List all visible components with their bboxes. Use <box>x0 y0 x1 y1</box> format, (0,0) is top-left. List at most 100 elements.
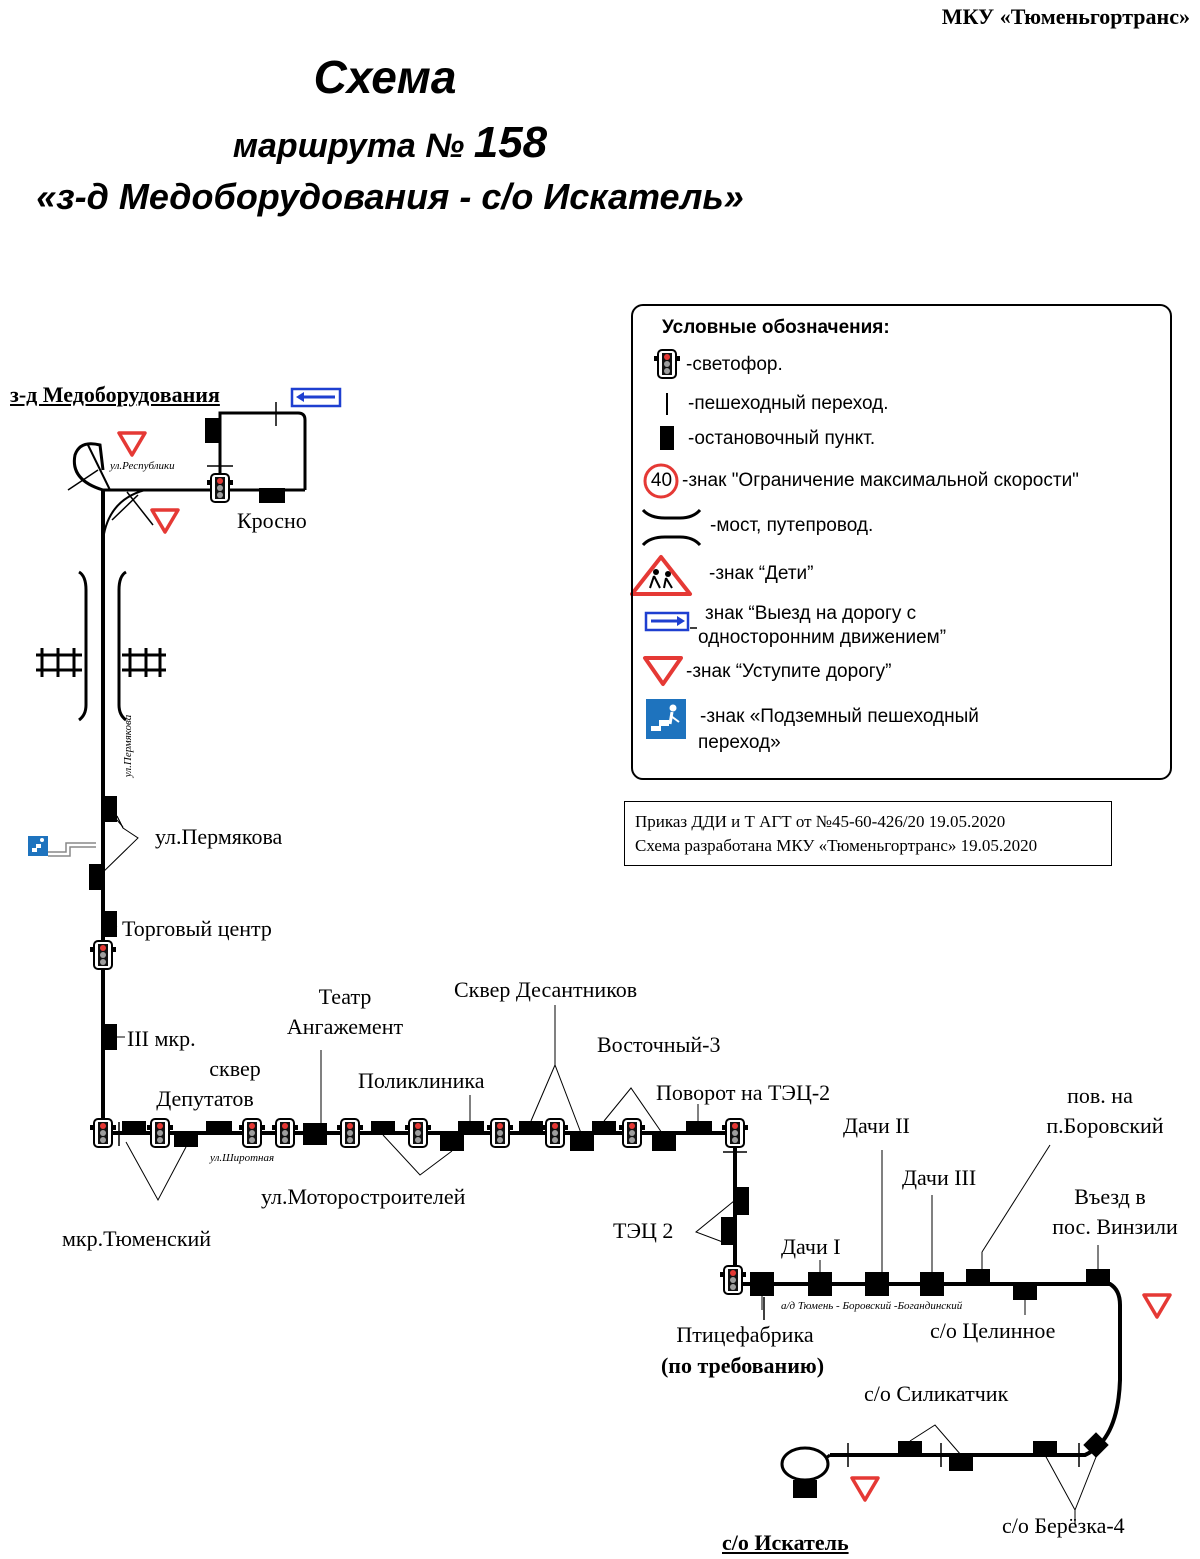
stop-skver-deputatov-1: сквер <box>209 1056 261 1081</box>
speed-limit-icon <box>643 463 679 499</box>
bus-stop-icon <box>592 1121 616 1135</box>
traffic-light-icon <box>89 1118 117 1148</box>
end-terminal: с/о Искатель <box>722 1530 849 1555</box>
stop-teatr-2: Ангажемент <box>286 1014 404 1039</box>
end-loop <box>780 1446 831 1482</box>
traffic-light-icon <box>336 1118 364 1148</box>
bus-stop-icon <box>949 1455 973 1471</box>
stop-trade-center: Торговый центр <box>122 916 272 941</box>
legend-yield: -знак “Уступите дорогу” <box>686 661 892 682</box>
yield-sign-icon <box>150 508 180 534</box>
legend-speed-value: 40 <box>650 470 673 491</box>
stop-borovsky-1: пов. на <box>1067 1083 1133 1108</box>
stop-silikatchik: с/о Силикатчик <box>864 1381 1009 1406</box>
bus-stop-icon <box>652 1133 676 1151</box>
legend-speed-limit: -знак "Ограничение максимальной скорости… <box>682 470 1079 491</box>
legend-box <box>631 304 1172 780</box>
bus-stop-icon <box>660 426 674 450</box>
bus-stop-icon <box>174 1133 198 1147</box>
traffic-light-icon <box>618 1118 646 1148</box>
traffic-light-icon <box>238 1118 266 1148</box>
stop-dachi-2: Дачи II <box>843 1113 910 1138</box>
stop-vinzili-1: Въезд в <box>1074 1184 1146 1209</box>
crosswalk-icon <box>118 1122 1080 1467</box>
legend-icons <box>630 349 702 739</box>
order-line-1: Приказ ДДИ и Т АГТ от №45-60-426/20 19.0… <box>635 812 1006 831</box>
bridge-icon <box>78 570 127 722</box>
railway-crossing-left <box>36 648 82 677</box>
bus-stop-icon <box>519 1121 543 1135</box>
start-terminal: з-д Медоборудования <box>10 382 220 407</box>
stop-skver-deputatov-2: Депутатов <box>156 1086 254 1111</box>
bus-stop-icon <box>1013 1284 1037 1300</box>
traffic-light-icon <box>89 940 117 970</box>
route-number: 158 <box>473 118 548 167</box>
stop-povorot-tec: Поворот на ТЭЦ-2 <box>656 1080 831 1105</box>
stop-third-mkr: III мкр. <box>127 1026 196 1051</box>
stop-permyakova: ул.Пермякова <box>155 824 283 849</box>
stop-on-demand: (по требованию) <box>660 1353 825 1378</box>
bus-stop-icon <box>808 1272 832 1296</box>
railway-crossing-right <box>122 648 166 677</box>
legend-bridge: -мост, путепровод. <box>710 515 874 536</box>
bus-stop-icon <box>735 1187 749 1215</box>
bus-stop-icon <box>371 1121 395 1135</box>
bus-stop-icon <box>1033 1441 1057 1455</box>
bridge-icon <box>641 508 702 547</box>
stop-skver-desantnikov: Сквер Десантников <box>454 977 638 1002</box>
traffic-light-icon <box>146 1118 174 1148</box>
traffic-light-icon <box>206 473 234 503</box>
bus-stop-icon <box>793 1480 817 1498</box>
scheme-title: Схема <box>313 51 457 103</box>
route-name: «з-д Медоборудования - с/о Искатель» <box>36 176 744 217</box>
bus-stop-icon <box>570 1133 594 1151</box>
stop-vinzili-2: пос. Винзили <box>1052 1214 1178 1239</box>
legend-one-way-1: знак “Выезд на дорогу с <box>705 603 917 624</box>
legend-bus-stop: -остановочный пункт. <box>688 428 876 449</box>
street-highway: а/д Тюмень - Боровский -Богандинский <box>781 1300 963 1312</box>
route-prefix: маршрута № <box>232 127 465 165</box>
bus-stop-icon <box>122 1121 146 1135</box>
traffic-light-icon <box>404 1118 432 1148</box>
traffic-light-icon <box>486 1118 514 1148</box>
stop-beryozka: с/о Берёзка-4 <box>1002 1513 1125 1538</box>
bus-stop-icon <box>865 1272 889 1296</box>
bus-stop-icon <box>750 1272 774 1296</box>
bus-stop-icon <box>458 1121 484 1135</box>
underground-crossing-icon <box>28 836 96 857</box>
stop-krosno: Кросно <box>237 508 307 533</box>
legend-underground-2: переход» <box>698 732 781 753</box>
stop-tec2: ТЭЦ 2 <box>613 1218 674 1243</box>
order-box: Приказ ДДИ и Т АГТ от №45-60-426/20 19.0… <box>624 801 1112 866</box>
one-way-exit-icon <box>644 611 697 632</box>
legend-underground-1: -знак «Подземный пешеходный <box>700 706 979 727</box>
stop-ptitsefabrika: Птицефабрика <box>676 1322 814 1347</box>
legend-children: -знак “Дети” <box>709 563 814 584</box>
underground-crossing-icon <box>646 699 686 739</box>
stop-motorostroiteley: ул.Моторостроителей <box>261 1184 466 1209</box>
legend-title: Условные обозначения: <box>662 317 890 338</box>
bus-stop-icon <box>103 1024 117 1050</box>
one-way-exit-icon <box>290 387 342 408</box>
legend-crosswalk: -пешеходный переход. <box>688 393 889 414</box>
bus-stop-icon <box>1086 1269 1110 1284</box>
street-shirotnaya: ул.Широтная <box>210 1152 275 1164</box>
leader-lines <box>97 811 1099 1525</box>
bus-stop-icon <box>259 488 285 503</box>
bus-stops <box>89 418 1110 1498</box>
street-respubliki: ул.Республики <box>110 460 175 472</box>
traffic-light-icon <box>719 1265 747 1295</box>
stop-borovsky-2: п.Боровский <box>1046 1113 1164 1138</box>
order-line-2: Схема разработана МКУ «Тюменьгортранс» 1… <box>635 836 1038 855</box>
stop-tselinnoe: с/о Целинное <box>930 1318 1056 1343</box>
bus-stop-icon <box>966 1269 990 1284</box>
bus-stop-icon <box>686 1121 712 1135</box>
bus-stop-icon <box>89 864 103 890</box>
yield-sign-icon <box>643 656 683 686</box>
bus-stop-icon <box>920 1272 944 1296</box>
yield-sign-icon <box>117 431 147 457</box>
organization-name: МКУ «Тюменьгортранс» <box>941 4 1190 29</box>
bus-stop-icon <box>206 1121 232 1135</box>
stop-teatr-1: Театр <box>318 984 372 1009</box>
